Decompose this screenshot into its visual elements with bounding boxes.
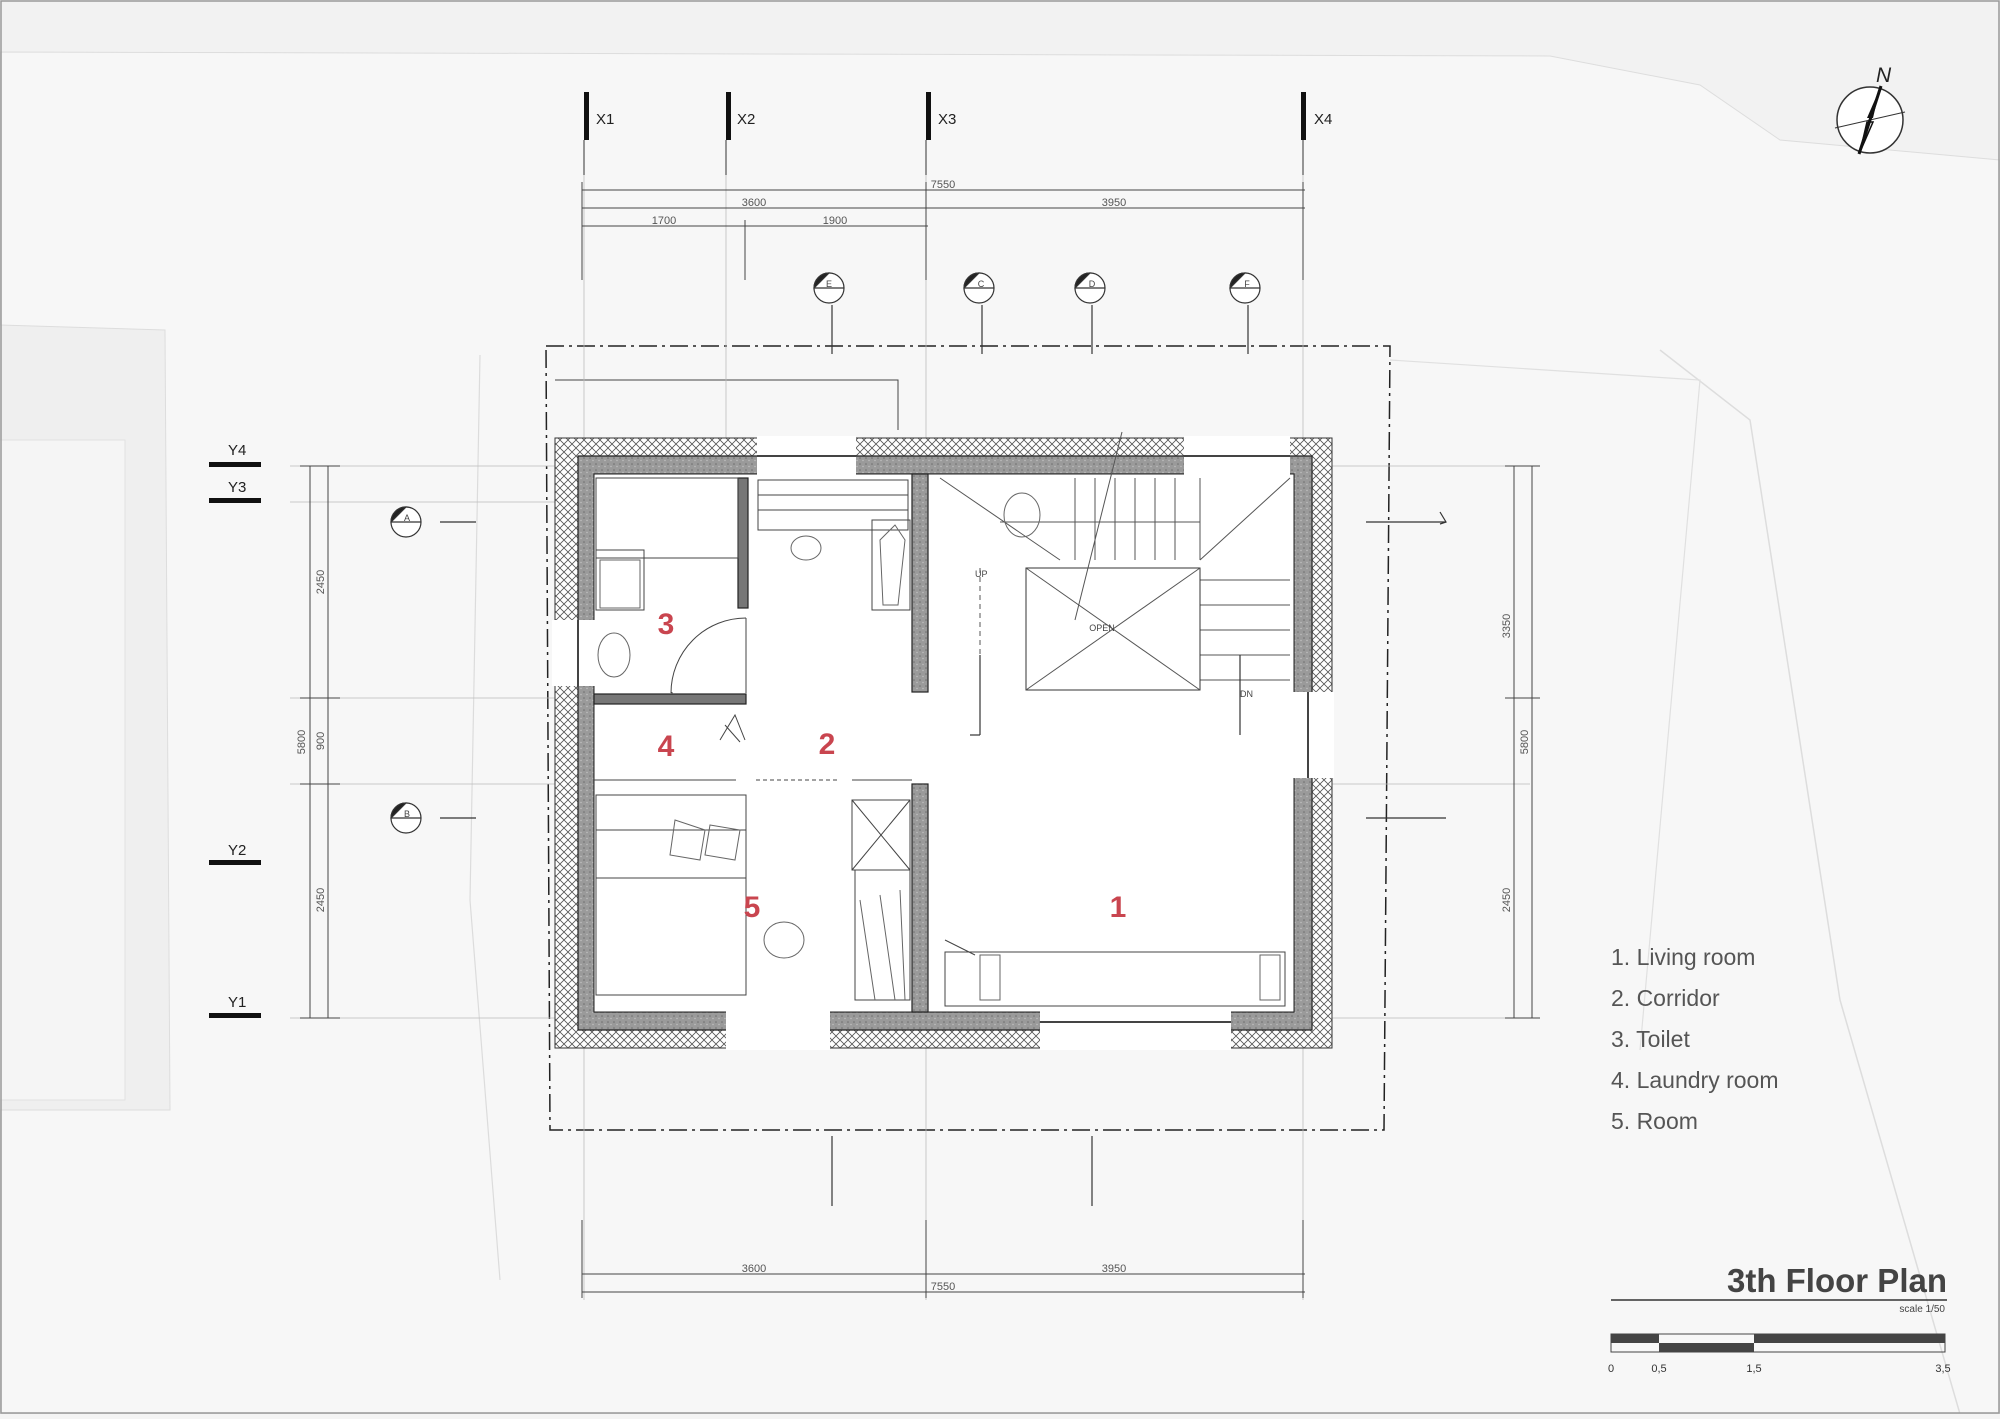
section-letter-b: B xyxy=(404,809,410,819)
section-markers xyxy=(390,272,1261,834)
dim-left-bottom: 2450 xyxy=(315,888,327,912)
grid-markers-x xyxy=(583,92,1306,175)
section-letter-c: C xyxy=(978,279,985,289)
grid-label-x2: X2 xyxy=(737,111,755,128)
scale-tick-35: 3,5 xyxy=(1935,1363,1950,1375)
room-number-5: 5 xyxy=(744,891,761,924)
interior-walls xyxy=(593,473,929,1013)
dim-top-sub-a: 1700 xyxy=(652,215,676,227)
section-marker-e xyxy=(813,272,845,304)
dim-top-sub-b: 1900 xyxy=(823,215,847,227)
legend-item-1: 1. Living room xyxy=(1611,944,1755,970)
section-letter-e: E xyxy=(826,279,832,289)
section-marker-c xyxy=(963,272,995,304)
furniture xyxy=(597,492,1281,1001)
dim-top-total: 7550 xyxy=(931,179,955,191)
dim-left-mid: 900 xyxy=(315,732,327,750)
dim-bottom-right: 3950 xyxy=(1102,1263,1126,1275)
dim-bottom-left: 3600 xyxy=(742,1263,766,1275)
section-marker-b xyxy=(390,802,422,834)
grid-markers-y xyxy=(209,462,261,1018)
stair-down-label: DN xyxy=(1240,689,1253,699)
north-arrow xyxy=(1834,85,1906,155)
scale-tick-05: 0,5 xyxy=(1651,1363,1666,1375)
exterior-walls xyxy=(552,436,1334,1050)
grid-label-y3: Y3 xyxy=(228,479,246,496)
room-number-1: 1 xyxy=(1110,891,1127,924)
scale-tick-15: 1,5 xyxy=(1746,1363,1761,1375)
legend-item-2: 2. Corridor xyxy=(1611,985,1720,1011)
dim-right-total: 5800 xyxy=(1519,730,1531,754)
dim-right-bottom: 2450 xyxy=(1501,888,1513,912)
dimension-lines xyxy=(300,182,1540,1298)
section-letter-d: D xyxy=(1089,279,1096,289)
staircase xyxy=(939,431,1291,691)
legend-item-3: 3. Toilet xyxy=(1611,1026,1690,1052)
plan-title: 3th Floor Plan xyxy=(1727,1262,1947,1299)
section-letter-f: F xyxy=(1244,279,1250,289)
dim-right-top: 3350 xyxy=(1501,614,1513,638)
dim-top-right: 3950 xyxy=(1102,197,1126,209)
dim-left-total: 5800 xyxy=(296,730,308,754)
grid-label-y4: Y4 xyxy=(228,442,246,459)
stair-up-label: UP xyxy=(975,569,988,579)
section-marker-a xyxy=(390,506,422,538)
section-cut-lines xyxy=(440,305,1447,1206)
scale-tick-0: 0 xyxy=(1608,1363,1614,1375)
dim-top-left: 3600 xyxy=(742,197,766,209)
section-marker-f xyxy=(1229,272,1261,304)
scale-label: scale 1/50 xyxy=(1899,1304,1945,1315)
grid-label-x1: X1 xyxy=(596,111,614,128)
room-number-2: 2 xyxy=(819,728,836,761)
room-number-3: 3 xyxy=(658,608,675,641)
north-label: N xyxy=(1876,64,1892,87)
grid-label-x3: X3 xyxy=(938,111,956,128)
dim-left-top: 2450 xyxy=(315,570,327,594)
partitions xyxy=(594,477,1286,1007)
section-letter-a: A xyxy=(404,513,410,523)
grid-label-x4: X4 xyxy=(1314,111,1332,128)
grid-label-y2: Y2 xyxy=(228,842,246,859)
void-open-label: OPEN xyxy=(1089,623,1115,633)
dim-bottom-total: 7550 xyxy=(931,1281,955,1293)
legend-item-4: 4. Laundry room xyxy=(1611,1067,1778,1093)
scale-bar xyxy=(1610,1333,1946,1353)
grid-label-y1: Y1 xyxy=(228,994,246,1011)
roof-outline xyxy=(545,345,1391,1131)
section-marker-d xyxy=(1074,272,1106,304)
room-number-4: 4 xyxy=(658,730,675,763)
legend-item-5: 5. Room xyxy=(1611,1108,1698,1134)
